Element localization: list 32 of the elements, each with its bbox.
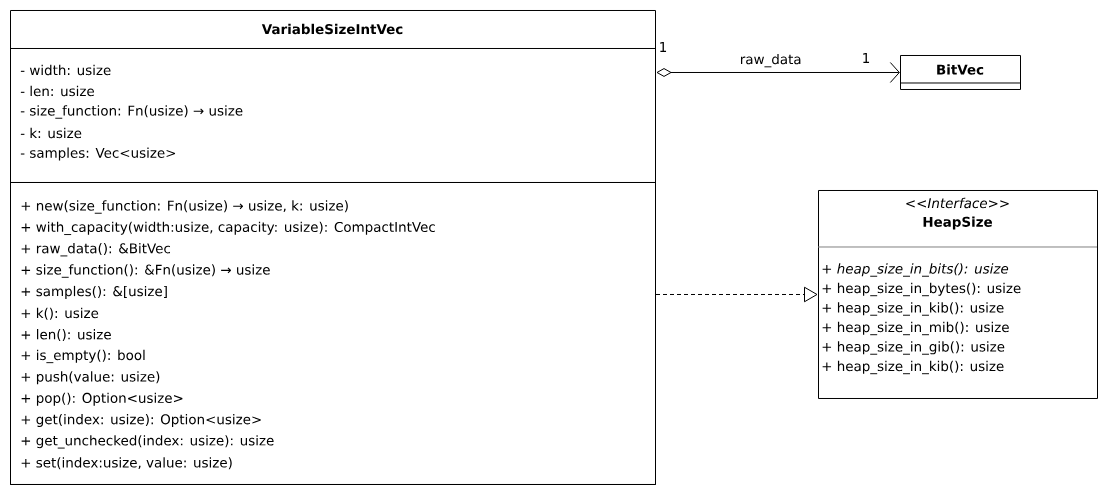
- member-text: + len(): usize: [21, 329, 111, 342]
- member-text: + heap_size_in_mib(): usize: [822, 321, 1009, 336]
- member-text: + new(size_function: Fn(usize) → usize, k: usize): [21, 200, 348, 214]
- member-text: + heap_size_in_bits(): usize: [822, 263, 1009, 277]
- member-text: - samples: Vec<usize>: [20, 147, 176, 161]
- multiplicity-label: 1: [863, 53, 870, 63]
- stereotype-label: <<Interface>>: [906, 197, 1009, 209]
- member-text: + heap_size_in_bytes(): usize: [822, 282, 1021, 297]
- class-name: HeapSize: [923, 216, 992, 230]
- multiplicity-label: 1: [660, 42, 667, 52]
- member-text: - len: usize: [20, 85, 94, 97]
- member-text: - k: usize: [20, 127, 82, 139]
- member-text: + pop(): Option<usize>: [21, 392, 183, 406]
- class-box: BitVec: [899, 55, 1021, 90]
- edge-label: raw_data: [738, 52, 803, 69]
- member-text: - size_function: Fn(usize) → usize: [20, 105, 243, 119]
- member-text: + k(): usize: [21, 307, 99, 320]
- member-text: + size_function(): &Fn(usize) → usize: [21, 264, 270, 278]
- member-text: + set(index:usize, value: usize): [21, 457, 232, 470]
- member-text: + get_unchecked(index: usize): usize: [21, 435, 274, 449]
- member-text: + push(value: usize): [21, 371, 160, 385]
- member-text: + get(index: usize): Option<usize>: [21, 414, 261, 427]
- member-text: + heap_size_in_kib(): usize: [822, 302, 1004, 316]
- member-text: + samples(): &[usize]: [21, 285, 167, 299]
- member-text: + heap_size_in_kib(): usize: [822, 360, 1004, 375]
- member-text: + raw_data(): &BitVec: [21, 243, 170, 257]
- member-text: + heap_size_in_gib(): usize: [822, 341, 1005, 355]
- member-text: + is_empty(): bool: [21, 349, 145, 364]
- aggregation-arrow: [656, 62, 900, 83]
- member-text: + with_capacity(width:usize, capacity: usize): CompactIntVec: [21, 221, 435, 236]
- realization-arrow: [655, 286, 818, 303]
- member-text: - width: usize: [20, 64, 111, 76]
